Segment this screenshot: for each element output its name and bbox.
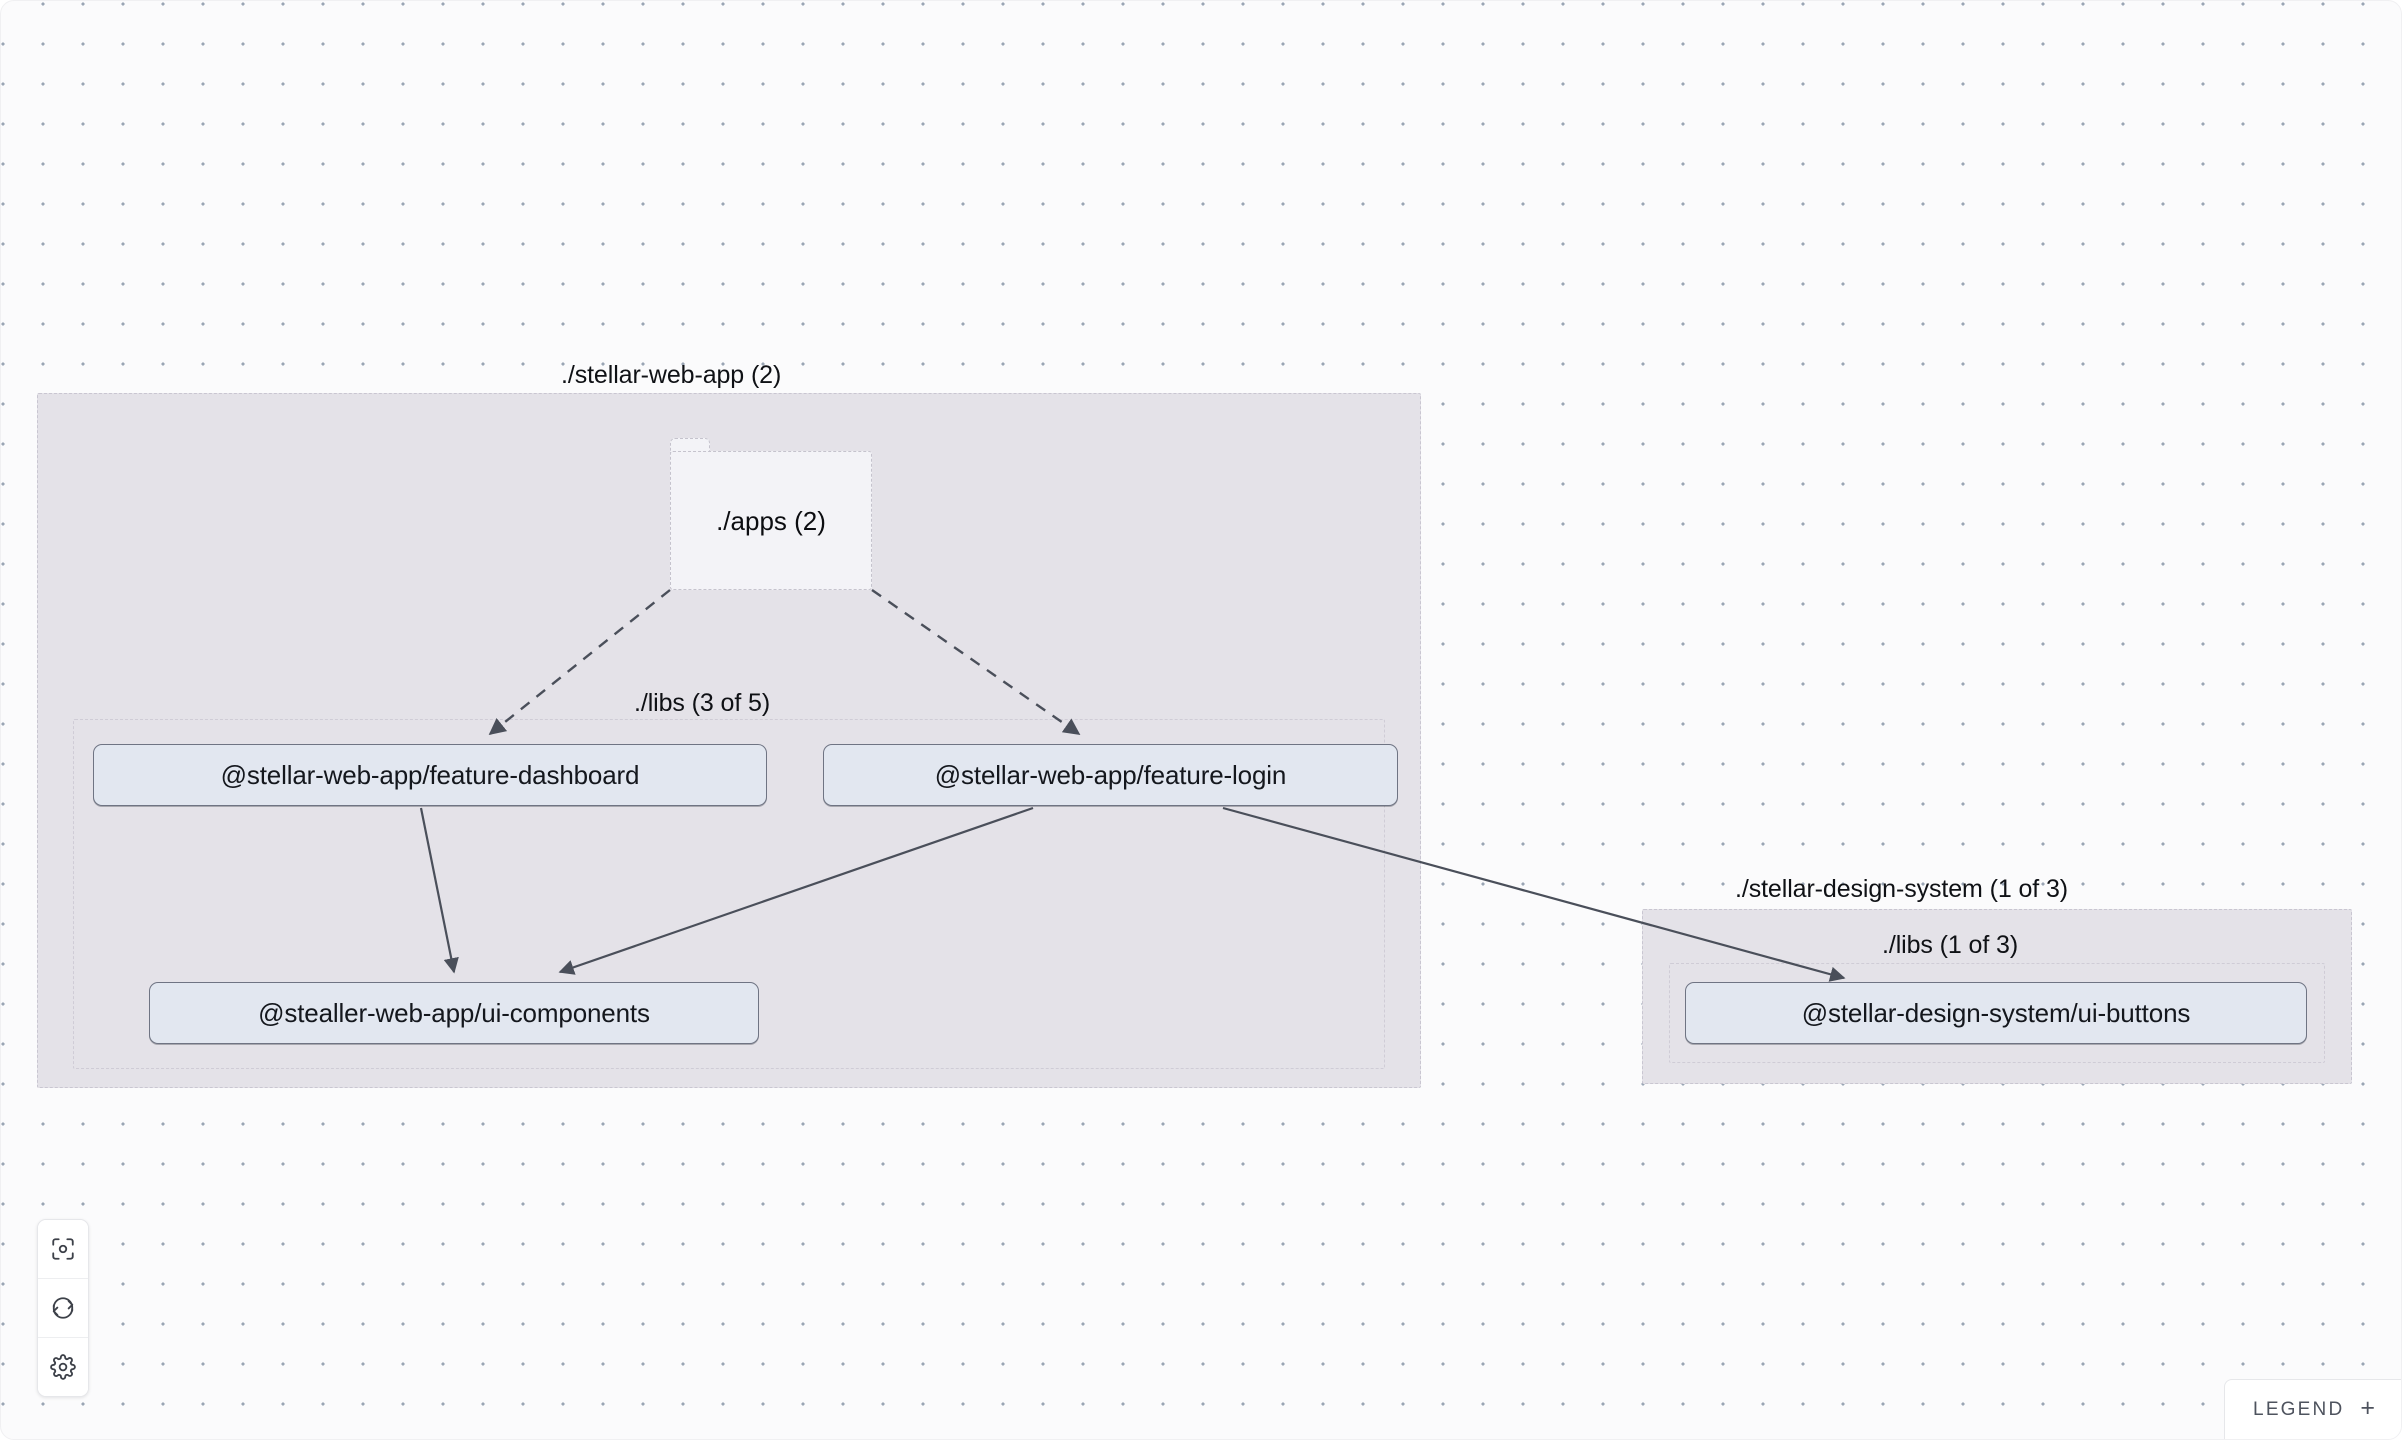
node-feature-dashboard[interactable]: @stellar-web-app/feature-dashboard [93,744,767,806]
node-feature-login[interactable]: @stellar-web-app/feature-login [823,744,1398,806]
node-label-feature-dashboard: @stellar-web-app/feature-dashboard [220,760,640,790]
folder-tab-icon [670,438,710,453]
node-ui-buttons[interactable]: @stellar-design-system/ui-buttons [1685,982,2307,1044]
folder-node-apps[interactable]: ./apps (2) [670,438,872,590]
focus-graph-button[interactable] [38,1220,88,1279]
legend-label: LEGEND [2253,1399,2345,1420]
folder-body: ./apps (2) [670,451,872,590]
refresh-sync-icon [50,1295,76,1321]
graph-toolbar[interactable] [37,1219,89,1397]
group-label-stellar-web-app-libs: ./libs (3 of 5) [634,689,771,717]
group-label-stellar-design-system-libs: ./libs (1 of 3) [1882,931,2019,959]
legend-expand-icon[interactable]: + [2360,1394,2375,1422]
focus-target-icon [50,1236,76,1262]
group-label-stellar-design-system: ./stellar-design-system (1 of 3) [1735,875,2069,903]
folder-label-apps: ./apps (2) [716,505,826,536]
refresh-graph-button[interactable] [38,1279,88,1338]
graph-settings-button[interactable] [38,1338,88,1396]
node-label-ui-components: @stealler-web-app/ui-components [258,998,650,1028]
legend-panel[interactable]: LEGEND + [2224,1379,2401,1439]
group-label-stellar-web-app: ./stellar-web-app (2) [561,361,782,389]
node-label-feature-login: @stellar-web-app/feature-login [934,760,1287,790]
gear-icon [50,1354,76,1380]
node-label-ui-buttons: @stellar-design-system/ui-buttons [1801,998,2191,1028]
node-ui-components[interactable]: @stealler-web-app/ui-components [149,982,759,1044]
